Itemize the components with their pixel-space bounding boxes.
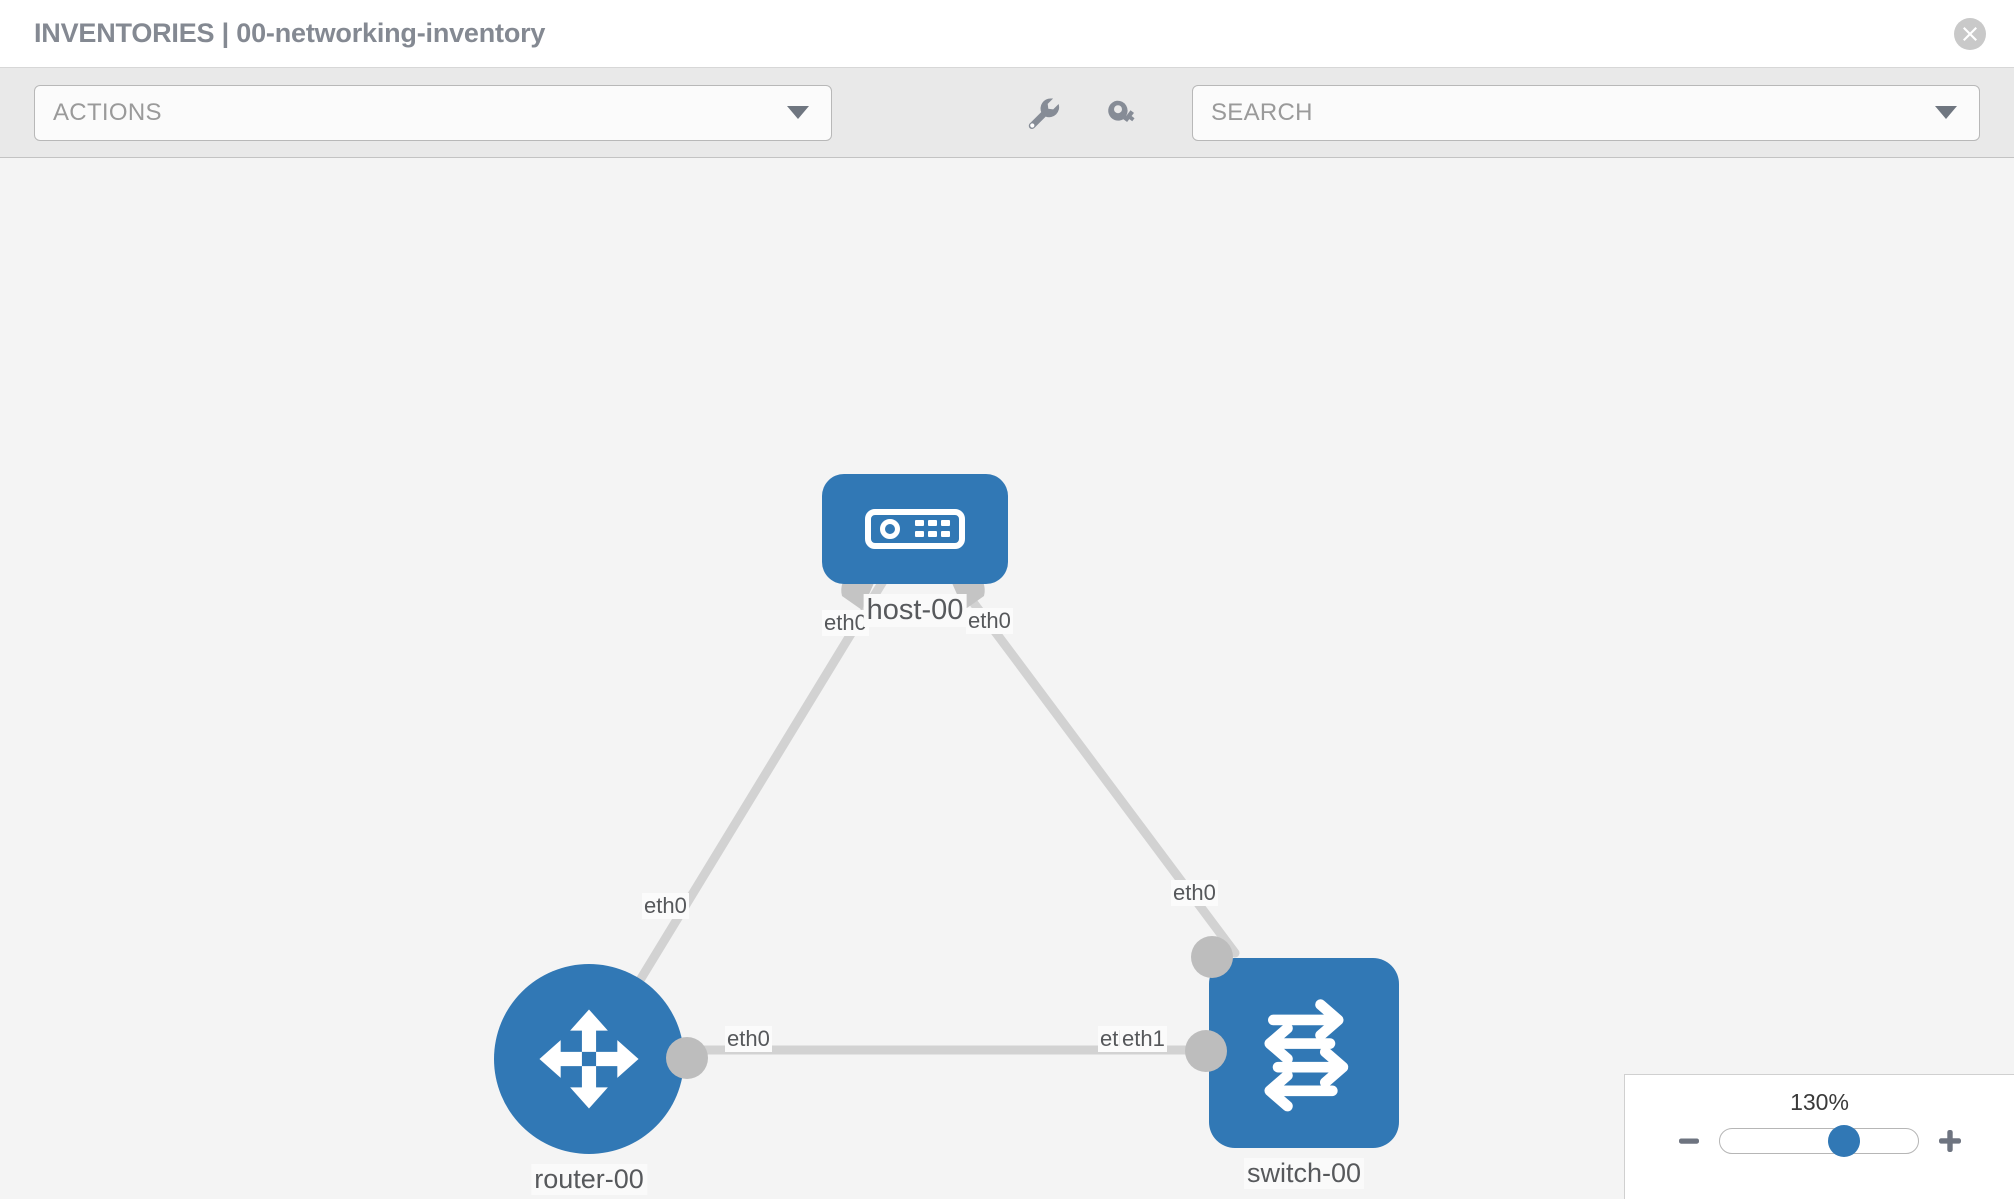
router-port-eth0-nub[interactable] [666, 1037, 708, 1079]
node-label-router-00: router-00 [531, 1164, 647, 1195]
toolbar: ACTIONS SEARCH [0, 68, 2014, 158]
zoom-slider-thumb[interactable] [1828, 1125, 1861, 1157]
page-header: INVENTORIES | 00-networking-inventory [0, 0, 2014, 68]
minus-icon[interactable] [1677, 1129, 1701, 1153]
switch-port-eth1-nub[interactable] [1185, 1030, 1227, 1072]
node-switch-00[interactable]: switch-00 [1185, 936, 1399, 1189]
node-label-host-00: host-00 [863, 594, 967, 627]
wrench-icon[interactable] [1022, 92, 1064, 134]
search-input[interactable]: SEARCH [1191, 84, 1980, 141]
zoom-slider-track[interactable] [1718, 1125, 1919, 1157]
router-arrows-icon [539, 1009, 639, 1109]
key-icon[interactable] [1102, 92, 1144, 134]
server-device-icon [865, 509, 965, 549]
zoom-percent-label: 130% [1790, 1089, 1849, 1115]
topology-links [615, 568, 1240, 1055]
port-label-router-up: eth0 [642, 893, 689, 919]
chevron-down-icon[interactable] [1935, 106, 1957, 119]
node-label-switch-00: switch-00 [1243, 1158, 1365, 1189]
topology-canvas[interactable]: host-00 eth0 eth0 router-00 eth0 eth0 [0, 158, 2014, 1199]
node-router-00[interactable]: router-00 [494, 964, 708, 1195]
port-label-switch-up: eth0 [1171, 880, 1218, 906]
router-node-shape[interactable] [494, 964, 684, 1154]
node-host-00[interactable]: host-00 [822, 474, 1008, 627]
port-label-switch-left: eth1 [1120, 1026, 1167, 1052]
switch-port-eth0-nub[interactable] [1191, 936, 1233, 978]
switch-arrows-icon [1264, 999, 1349, 1112]
actions-dropdown-label: ACTIONS [53, 98, 162, 126]
search-placeholder: SEARCH [1210, 98, 1313, 126]
zoom-control[interactable]: 130% [1624, 1074, 2014, 1199]
port-label-host-left: eth0 [822, 610, 869, 636]
toolbar-icons [1022, 92, 1144, 134]
close-icon[interactable] [1954, 17, 1986, 50]
switch-node-shape[interactable] [1209, 958, 1399, 1148]
actions-dropdown[interactable]: ACTIONS [34, 84, 832, 141]
port-label-router-right: eth0 [725, 1026, 772, 1052]
port-label-host-right: eth0 [966, 608, 1013, 634]
zoom-slider-row [1677, 1125, 1963, 1157]
chevron-down-icon [786, 106, 809, 119]
page-title: INVENTORIES | 00-networking-inventory [34, 18, 546, 48]
link-host-router [615, 573, 890, 1018]
plus-icon[interactable] [1937, 1128, 1963, 1154]
host-node-shape[interactable] [822, 474, 1008, 584]
